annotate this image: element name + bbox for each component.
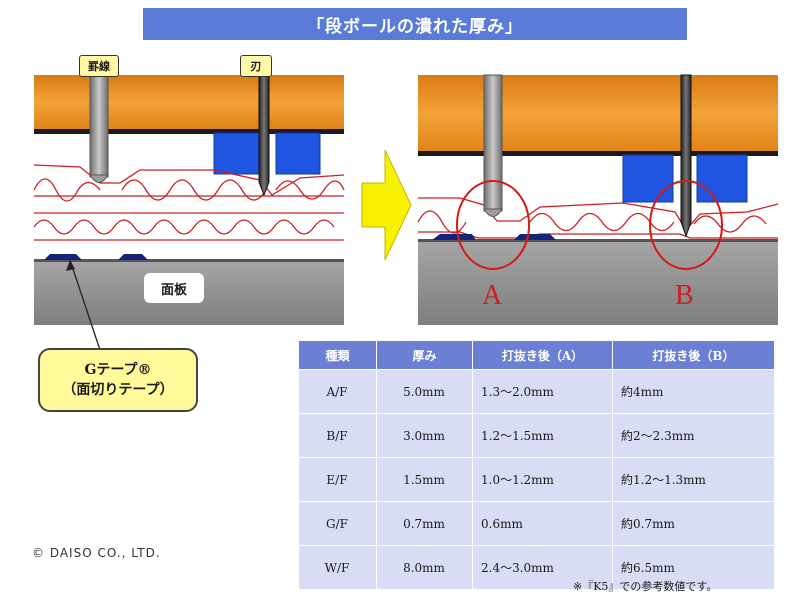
left-upper-board [33,164,345,202]
cell-type: G/F [298,501,377,546]
left-base-top-edge [34,259,344,262]
circle-b-label: B [675,280,694,311]
cell-after-a: 0.6mm [472,501,613,546]
table-row: G/F 0.7mm 0.6mm 約0.7mm [298,501,775,546]
right-base-plate [418,240,778,325]
left-die-board [34,75,344,129]
cell-thickness: 0.7mm [376,501,473,546]
cell-thickness: 8.0mm [376,545,473,590]
right-gtape-strip-2 [514,234,556,240]
table-row: A/F 5.0mm 1.3〜2.0mm 約4mm [298,369,775,414]
circle-a-label: A [482,280,503,311]
header-after-a: 打抜き後（A） [472,340,613,370]
gtape-callout-line2: （面切りテープ） [62,382,174,398]
left-lower-board [33,212,344,241]
left-cutting-blade [258,74,270,197]
cell-thickness: 5.0mm [376,369,473,414]
cell-after-a: 2.4〜3.0mm [472,545,613,590]
header-after-b: 打抜き後（B） [612,340,775,370]
page-title: 「段ボールの潰れた厚み」 [143,8,687,40]
gtape-callout-line1: Gテープ® [84,362,152,378]
base-plate-label: 面板 [144,273,204,303]
blade-tag: 刃 [240,55,272,77]
cell-after-b: 約4mm [612,369,775,414]
left-die-board-underside [34,129,344,134]
left-panel [33,63,345,351]
right-pad-2 [696,154,748,203]
cell-after-b: 約0.7mm [612,501,775,546]
circle-a [456,180,530,270]
cell-type: E/F [298,457,377,502]
footnote: ※『K5』での参考数値です。 [573,580,718,593]
cell-after-b: 約2〜2.3mm [612,413,775,458]
gtape-leader [69,259,101,351]
copyright: © DAISO CO., LTD. [32,546,161,560]
circle-b [649,180,723,270]
left-pad-1 [213,132,261,175]
table-header-row: 種類 厚み 打抜き後（A） 打抜き後（B） [298,340,775,370]
right-pad-1 [622,154,674,203]
scoreline-tag: 罫線 [79,55,119,77]
cell-after-b: 約1.2〜1.3mm [612,457,775,502]
header-thickness: 厚み [376,340,473,370]
cell-after-b: 約6.5mm [612,545,775,590]
gtape-leader-arrowhead [66,260,75,271]
right-scoreline-pin [483,74,503,212]
header-type: 種類 [298,340,377,370]
gtape-callout: Gテープ® （面切りテープ） [38,348,198,412]
left-scoreline-pin [89,74,109,178]
left-gtape-strip-2 [118,254,148,260]
cell-type: B/F [298,413,377,458]
right-gtape-strip-1 [432,234,476,240]
left-gtape-strip-1 [44,254,82,260]
cell-after-a: 1.2〜1.5mm [472,413,613,458]
cell-after-a: 1.3〜2.0mm [472,369,613,414]
right-panel [417,74,779,325]
thickness-table: 種類 厚み 打抜き後（A） 打抜き後（B） A/F 5.0mm 1.3〜2.0m… [298,340,775,590]
cell-thickness: 1.5mm [376,457,473,502]
cell-type: W/F [298,545,377,590]
transition-arrow [361,149,412,261]
table-row: W/F 8.0mm 2.4〜3.0mm 約6.5mm [298,545,775,590]
cell-thickness: 3.0mm [376,413,473,458]
table-row: B/F 3.0mm 1.2〜1.5mm 約2〜2.3mm [298,413,775,458]
right-base-top-edge [418,239,778,242]
right-scoreline-pin-tip [483,208,503,217]
right-cutting-blade [680,74,692,238]
right-die-board [418,75,778,151]
cell-after-a: 1.0〜1.2mm [472,457,613,502]
right-die-board-underside [418,151,778,156]
left-pad-2 [275,132,321,175]
table-row: E/F 1.5mm 1.0〜1.2mm 約1.2〜1.3mm [298,457,775,502]
cell-type: A/F [298,369,377,414]
left-scoreline-pin-tip [89,174,109,183]
